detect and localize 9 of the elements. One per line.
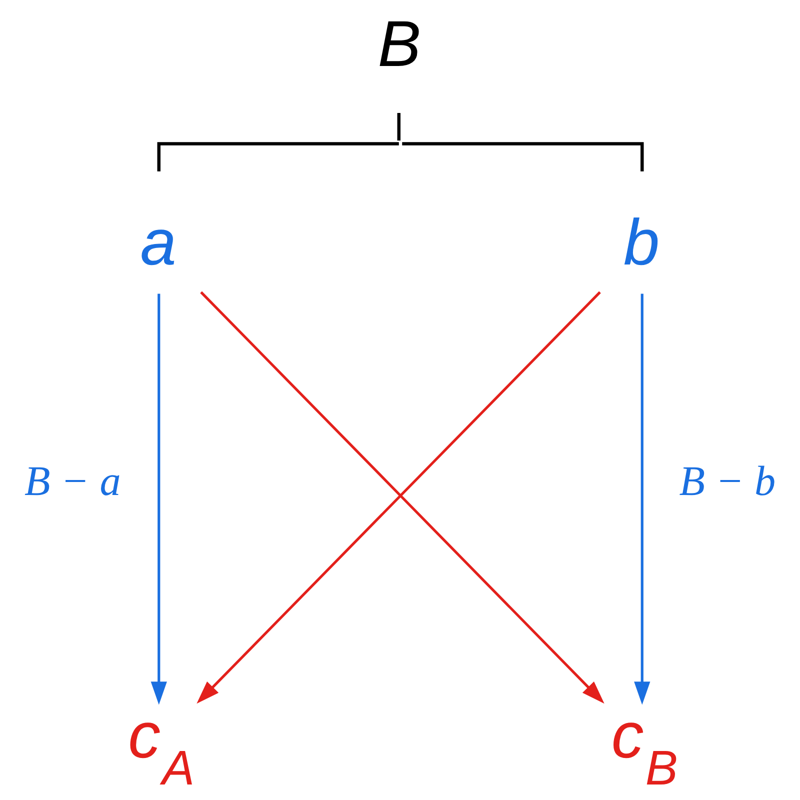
node-text: b [622, 206, 660, 279]
node-text: c$_{A}$ [128, 698, 194, 796]
arrow [634, 294, 650, 705]
edge-label: B − a [24, 458, 120, 505]
node-text: a [140, 206, 176, 279]
label: B [377, 6, 421, 80]
edge-label: B − b [678, 458, 776, 505]
arrow [150, 294, 166, 705]
node-text: c$_{B}$ [610, 698, 678, 796]
